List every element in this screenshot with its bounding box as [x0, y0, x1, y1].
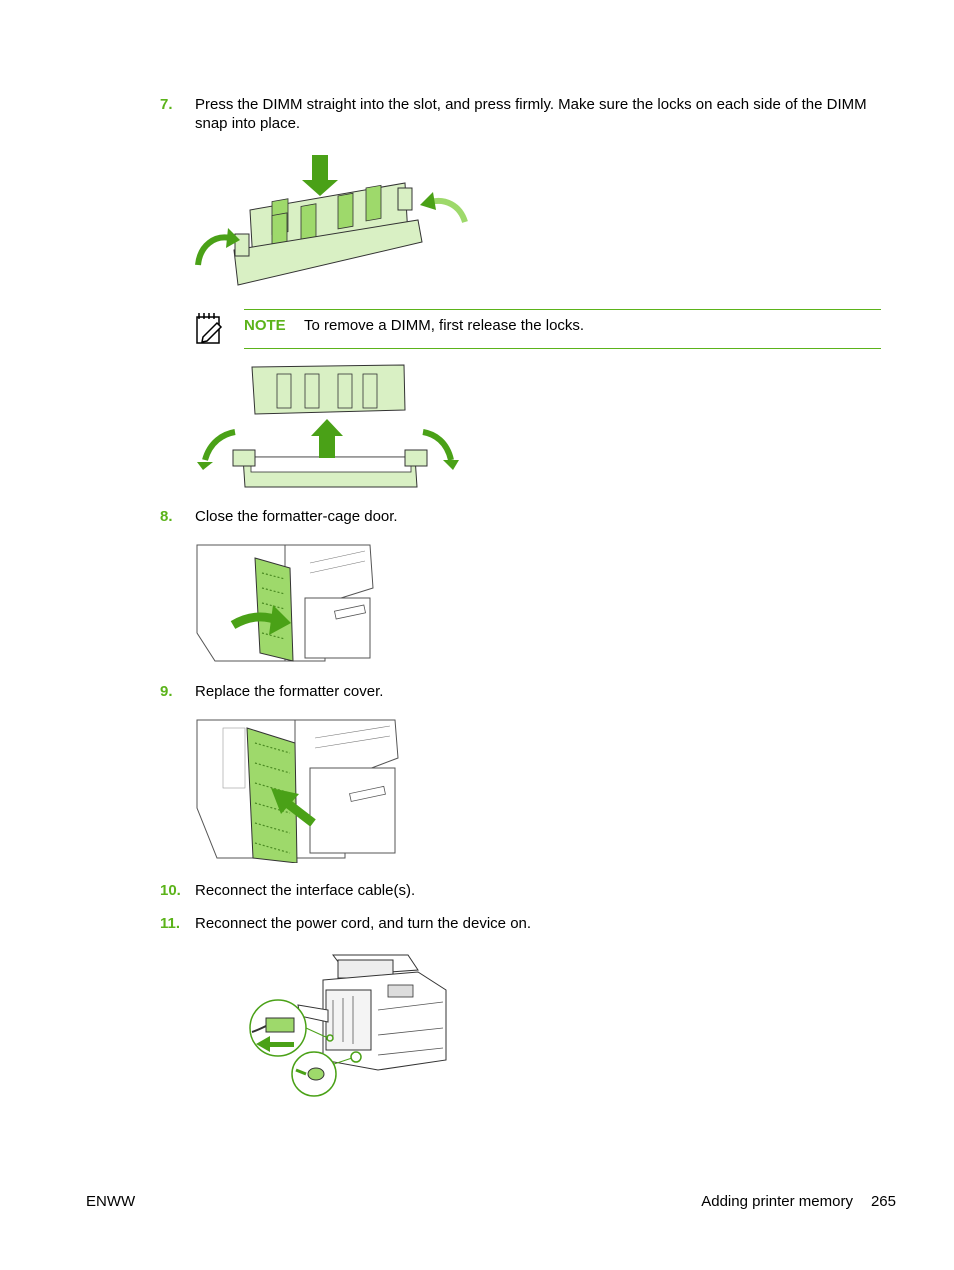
note-text: To remove a DIMM, first release the lock… — [304, 317, 585, 334]
step-text: Reconnect the power cord, and turn the d… — [195, 915, 532, 932]
note-pad-icon — [196, 313, 223, 344]
step-text: Press the DIMM straight into the slot, a… — [195, 96, 867, 132]
formatter-cage-door-illustration — [196, 544, 374, 662]
footer-left: ENWW — [86, 1193, 136, 1210]
step-number: 8. — [160, 508, 173, 525]
footer-section: Adding printer memory — [701, 1193, 853, 1210]
step-number: 10. — [160, 882, 181, 899]
step-number: 11. — [160, 915, 181, 932]
dimm-insert-illustration — [195, 155, 468, 286]
page-number: 265 — [870, 1193, 896, 1210]
step-text: Close the formatter-cage door. — [195, 508, 398, 525]
power-cord-illustration — [249, 954, 447, 1097]
step-text: Reconnect the interface cable(s). — [195, 882, 416, 899]
dimm-remove-illustration — [197, 364, 459, 488]
footer-right: Adding printer memory 265 — [701, 1193, 896, 1210]
formatter-cover-illustration — [196, 719, 399, 863]
step-number: 7. — [160, 96, 173, 113]
note-label: NOTE — [244, 317, 286, 334]
step-text: Replace the formatter cover. — [195, 683, 384, 700]
step-number: 9. — [160, 683, 173, 700]
note-box: NOTE To remove a DIMM, first release the… — [244, 309, 881, 349]
